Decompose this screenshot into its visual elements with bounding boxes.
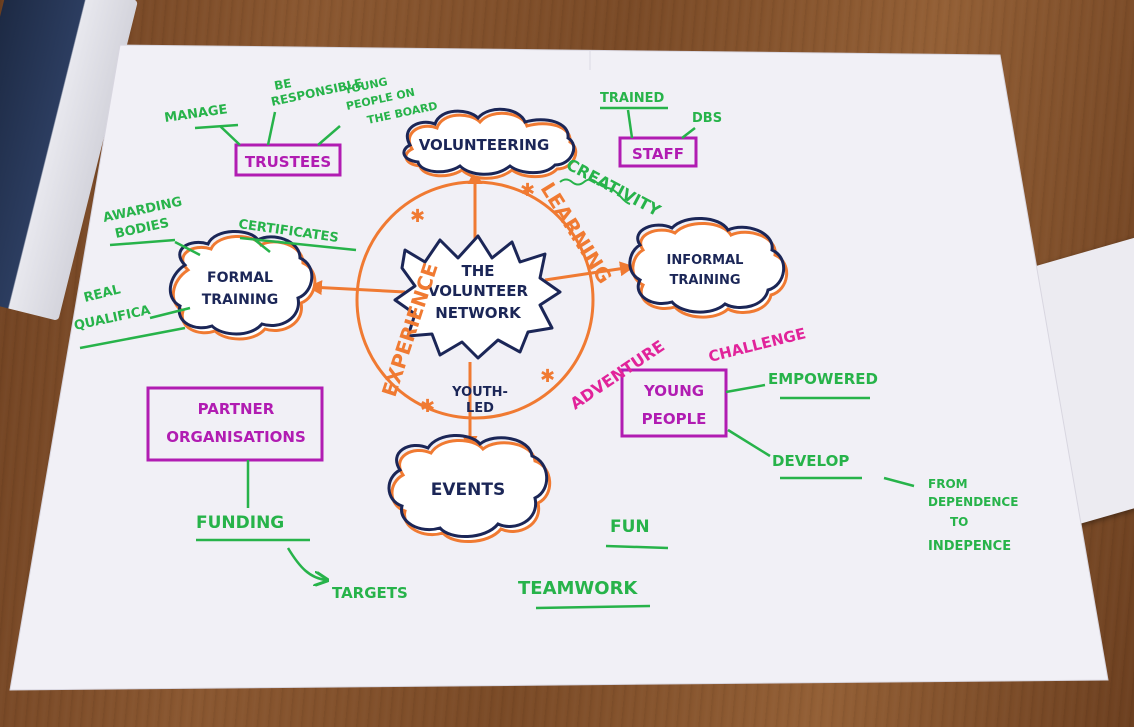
trustees-box <box>234 143 342 177</box>
connector-line <box>317 125 341 146</box>
partner-line1: PARTNER <box>198 400 275 418</box>
center-title-line1: THE <box>461 262 494 280</box>
formal-training-line1: FORMAL <box>207 270 273 286</box>
asterisk-decoration: ✱ <box>420 396 435 417</box>
connector-line <box>194 123 239 130</box>
from-dependence-line3: TO <box>950 515 968 529</box>
connector-line <box>219 125 241 146</box>
connector-line <box>605 544 669 550</box>
funding-label: FUNDING <box>196 513 284 533</box>
young-people-box <box>620 368 728 438</box>
connector-line <box>109 238 176 247</box>
arrow-to-informal-training <box>544 261 635 282</box>
from-dependence-line2: DEPENDENCE <box>928 495 1018 509</box>
events-label: EVENTS <box>431 480 505 500</box>
develop-label: DEVELOP <box>772 452 849 470</box>
center-title-line3: NETWORK <box>435 304 522 322</box>
trustees-be-responsible-1: BE <box>273 76 293 93</box>
asterisk-decoration: ✱ <box>540 366 555 387</box>
young-people-line2: PEOPLE <box>642 410 707 428</box>
connector-line <box>727 428 771 458</box>
youth-led-line2: LED <box>466 401 494 416</box>
partner-line2: ORGANISATIONS <box>166 428 306 446</box>
staff-label: STAFF <box>632 145 684 163</box>
connector-line <box>681 127 696 139</box>
connector-line <box>883 476 915 488</box>
connector-line <box>174 240 201 257</box>
staff-dbs: DBS <box>692 111 722 126</box>
funding-to-targets-arrow <box>286 547 326 580</box>
volunteering-label: VOLUNTEERING <box>419 136 550 154</box>
partner-organisations-box <box>146 386 324 462</box>
volunteering-cloud: VOLUNTEERING <box>402 107 578 180</box>
teamwork-label: TEAMWORK <box>518 578 638 599</box>
asterisk-decoration: ✱ <box>520 180 535 201</box>
connector-line <box>535 604 651 610</box>
targets-label: TARGETS <box>332 584 408 602</box>
creativity-squiggle <box>559 178 631 205</box>
connector-line <box>725 383 766 394</box>
formal-training-line2: TRAINING <box>202 292 279 308</box>
connector-line <box>239 236 357 252</box>
center-title-line2: VOLUNTEER <box>428 282 529 300</box>
events-cloud: EVENTS <box>387 433 552 544</box>
staff-trained: TRAINED <box>600 91 665 106</box>
from-dependence-line1: FROM <box>928 477 968 491</box>
informal-training-line1: INFORMAL <box>667 253 744 268</box>
informal-training-line2: TRAINING <box>669 273 740 288</box>
staff-box <box>618 136 698 168</box>
formal-training-cloud: FORMAL TRAINING <box>169 229 317 341</box>
empowered-label: EMPOWERED <box>768 370 878 388</box>
from-dependence-line4: INDEPENCE <box>928 539 1011 554</box>
trustees-label: TRUSTEES <box>245 153 331 171</box>
connector-line <box>149 306 191 320</box>
connector-line <box>79 326 186 350</box>
paper-sheet <box>9 44 1109 691</box>
center-burst-shape <box>393 234 562 360</box>
fun-label: FUN <box>610 517 650 537</box>
connector-line <box>626 109 634 139</box>
connector-line <box>254 239 271 253</box>
arrow-to-formal-training <box>307 280 406 296</box>
youth-led-line1: YOUTH- <box>451 385 508 400</box>
informal-training-cloud: INFORMAL TRAINING <box>628 216 789 319</box>
young-people-line1: YOUNG <box>643 382 704 400</box>
connector-line <box>266 111 277 146</box>
asterisk-decoration: ✱ <box>410 206 425 227</box>
